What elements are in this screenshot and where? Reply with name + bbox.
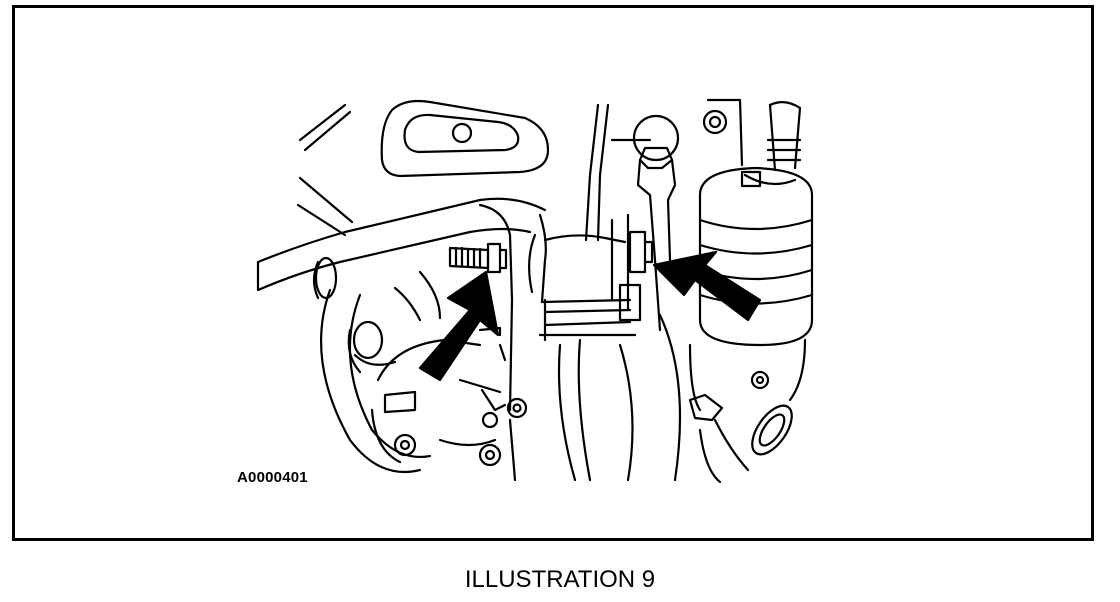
central-bracket — [478, 203, 547, 482]
top-bolt — [632, 114, 680, 332]
hose-clamp — [312, 256, 338, 300]
lower-outlet — [688, 393, 793, 484]
illustration-frame — [12, 5, 1094, 541]
callout-arrows — [418, 250, 762, 382]
left-arrow — [418, 270, 500, 382]
illustration-caption: ILLUSTRATION 9 — [464, 566, 656, 593]
spring-clamp — [347, 320, 397, 374]
background-lines — [296, 103, 354, 237]
reference-code: A0000401 — [237, 469, 308, 486]
right-bolt — [618, 230, 654, 322]
upper-right-hose — [740, 101, 802, 188]
long-hose — [256, 197, 547, 292]
right-arrow — [652, 250, 762, 322]
small-nut — [702, 98, 744, 167]
vertical-column — [557, 103, 682, 482]
upper-mount-bracket — [380, 99, 550, 178]
crossmember — [538, 234, 637, 342]
left-bolt — [448, 242, 508, 274]
